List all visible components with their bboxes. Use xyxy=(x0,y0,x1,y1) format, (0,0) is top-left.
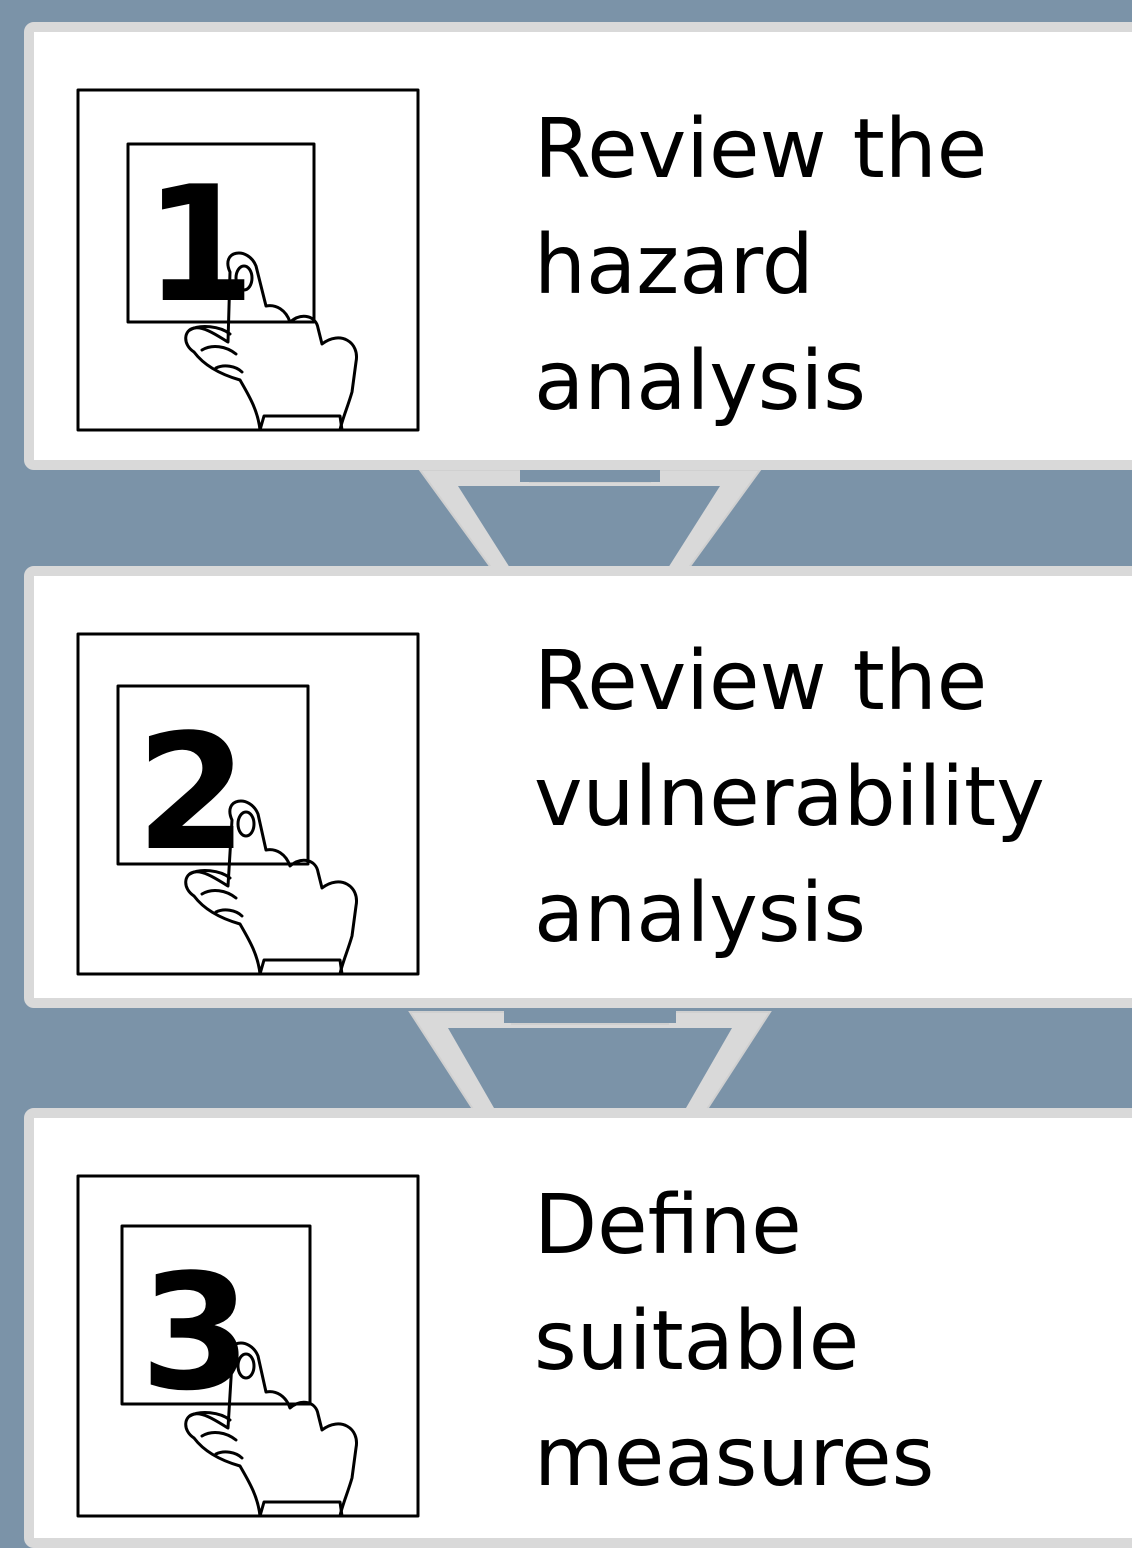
hand-holding-card-2-icon: 2 xyxy=(76,632,420,976)
step-1-panel: 1 Review the hazard analysis xyxy=(24,22,1132,470)
step-3-label: Define suitable measures xyxy=(534,1178,935,1505)
step-2-panel: 2 Review the vulnerability analysis xyxy=(24,566,1132,1008)
step-3-panel: 3 Define suitable measures xyxy=(24,1108,1132,1548)
step-2-label: Review the vulnerability analysis xyxy=(534,634,1045,961)
hand-holding-card-3-icon: 3 xyxy=(76,1174,420,1518)
arrow-step1-to-step2 xyxy=(418,456,762,581)
svg-text:3: 3 xyxy=(140,1239,251,1426)
step-1-label: Review the hazard analysis xyxy=(534,102,988,429)
svg-text:1: 1 xyxy=(144,151,255,338)
hand-holding-card-1-icon: 1 xyxy=(76,88,420,432)
